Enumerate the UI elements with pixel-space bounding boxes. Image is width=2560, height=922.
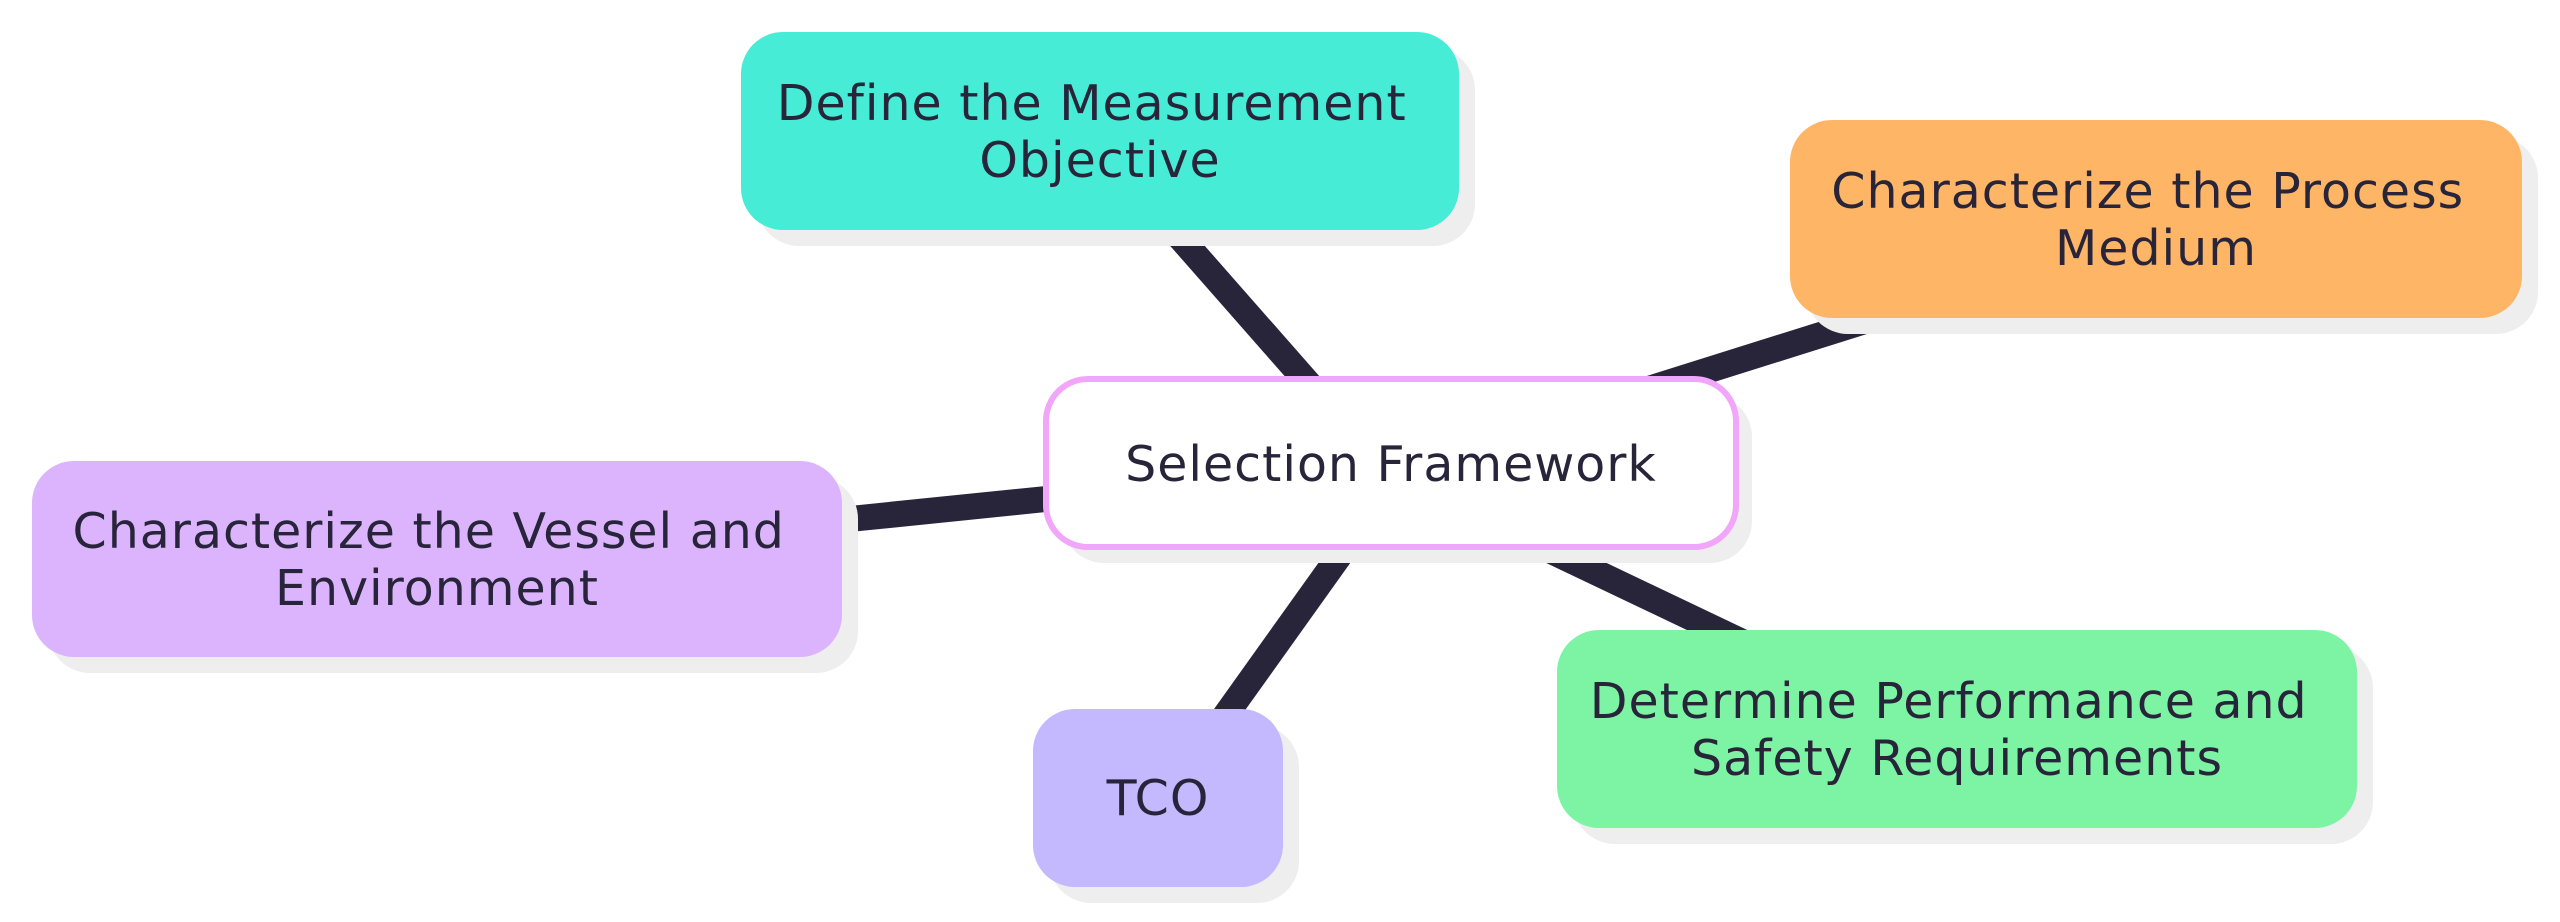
node-label-line: Environment [275, 560, 599, 617]
node-performance-safety: Determine Performance and Safety Require… [1557, 630, 2373, 844]
node-center: Selection Framework [1043, 376, 1752, 563]
node-label: Characterize the Vessel and Environment [73, 503, 802, 617]
node-box [32, 461, 842, 657]
node-tco: TCO [1033, 709, 1299, 903]
node-label-line: Determine Performance and [1590, 673, 2308, 730]
node-label-line: Define the Measurement [777, 75, 1407, 132]
node-label: Define the Measurement Objective [777, 75, 1423, 189]
node-label-line: Characterize the Vessel and [73, 503, 785, 560]
node-vessel-environment: Characterize the Vessel and Environment [32, 461, 858, 673]
node-label: Characterize the Process Medium [1831, 163, 2480, 277]
node-box [1043, 376, 1739, 550]
node-box [1033, 709, 1283, 887]
node-box [741, 32, 1459, 230]
node-process-medium: Characterize the Process Medium [1790, 120, 2538, 334]
node-measurement-objective: Define the Measurement Objective [741, 32, 1475, 246]
node-label: TCO [1106, 770, 1210, 827]
node-box [1557, 630, 2357, 828]
node-label-line: Objective [979, 132, 1220, 189]
node-label-line: Safety Requirements [1691, 730, 2223, 787]
edge-vessel-environment [838, 486, 1048, 533]
node-box [1790, 120, 2522, 318]
center-label: Selection Framework [1125, 436, 1657, 493]
node-label-line: TCO [1106, 770, 1210, 827]
node-label-line: Medium [2055, 220, 2257, 277]
node-label: Determine Performance and Safety Require… [1590, 673, 2325, 787]
node-label-line: Characterize the Process [1831, 163, 2464, 220]
